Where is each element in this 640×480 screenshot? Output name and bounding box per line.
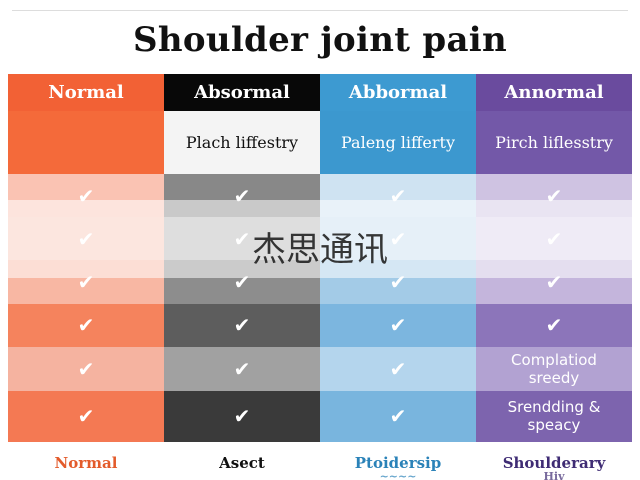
row-text: Srendding & speacy	[476, 390, 632, 442]
column-header: Annormal	[476, 74, 632, 112]
footer-text: Shoulderary	[502, 454, 606, 472]
check-icon: ✔	[164, 390, 320, 442]
footer-label: Normal	[8, 448, 164, 480]
watermark-band	[0, 200, 640, 278]
check-icon: ✔	[320, 346, 476, 391]
check-icon: ✔	[164, 346, 320, 391]
check-icon: ✔	[8, 346, 164, 391]
footer-label: Ptoidersip~~~~	[320, 448, 476, 480]
page-title: Shoulder joint pain	[132, 19, 508, 60]
check-icon: ✔	[320, 390, 476, 442]
footer-text: Ptoidersip	[354, 454, 442, 472]
footer-label: Asect	[164, 448, 320, 480]
column-header: Abbormal	[320, 74, 476, 112]
watermark-text: 杰思通讯	[252, 230, 388, 270]
row-text: Complatiod sreedy	[476, 346, 632, 391]
column-subheader: Paleng lifferty	[320, 111, 476, 175]
check-icon: ✔	[8, 390, 164, 442]
column-subheader: Plach liffestry	[164, 111, 320, 175]
check-icon: ✔	[164, 303, 320, 347]
column-subheader	[8, 111, 164, 175]
check-icon: ✔	[476, 303, 632, 347]
row-text-label: Srendding & speacy	[507, 398, 601, 435]
title-bar: Shoulder joint pain	[12, 10, 628, 68]
footer-subtext: Hiv	[543, 470, 565, 480]
check-icon: ✔	[8, 303, 164, 347]
column-subheader: Pirch liflesstry	[476, 111, 632, 175]
footer-subtext: ~~~~	[379, 470, 417, 480]
row-text-label: Complatiod sreedy	[511, 350, 597, 387]
footer-text: Normal	[54, 454, 118, 472]
check-icon: ✔	[320, 303, 476, 347]
footer-text: Asect	[219, 454, 265, 472]
column-header: Absormal	[164, 74, 320, 112]
column-header: Normal	[8, 74, 164, 112]
